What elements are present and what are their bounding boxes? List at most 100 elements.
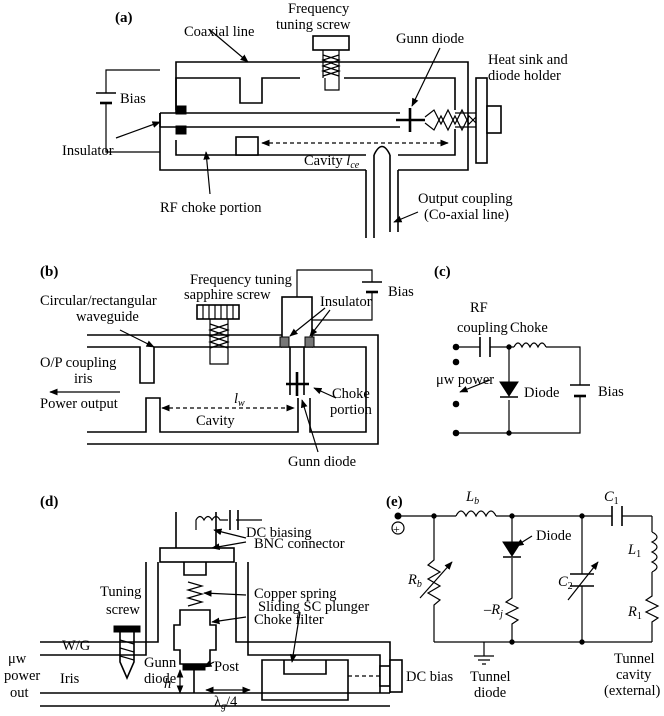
post-arrow: [203, 660, 215, 668]
panel-b: (b) Frequency tuning sap: [40, 264, 414, 470]
choke-filter-arrow: [211, 616, 247, 625]
diode-arrow-e: [515, 535, 533, 547]
tunnel-cavity-label-1: Tunnel: [614, 651, 655, 667]
r1-resistor: [644, 572, 660, 642]
dc-bias-label-d: DC bias: [406, 669, 453, 685]
heat-sink-label-1: Heat sink and: [488, 52, 568, 68]
copper-spring-label: Copper spring: [254, 586, 337, 602]
insulator-left: [279, 336, 290, 348]
gunn-diode-arrow-b: [301, 399, 319, 453]
holder-stem: [455, 112, 476, 128]
post-label: Post: [214, 659, 239, 675]
junction-e-3: [579, 513, 585, 519]
panel-a-tag: (a): [115, 10, 133, 26]
rb-resistor: [426, 516, 442, 642]
coupling-loop: [373, 145, 391, 156]
choke-filter-label: Choke filter: [254, 612, 324, 628]
output-coupling-label-2: (Co-axial line): [424, 207, 509, 223]
rf-choke-arrow: [203, 151, 211, 195]
panel-b-tag: (b): [40, 264, 58, 280]
gunn-diode-arrow: [411, 47, 441, 107]
cavity-label-b: Cavity: [196, 413, 235, 429]
post-shaft: [289, 347, 305, 395]
diode-label-c: Diode: [524, 385, 559, 401]
choke-arrow: [313, 387, 337, 399]
l1-label: L1: [627, 542, 641, 560]
iris-label: Iris: [60, 671, 80, 687]
lambda-label: λg/4: [214, 694, 238, 712]
tunnel-cavity-label-2: cavity: [616, 667, 652, 683]
sliding-plunger-label: Sliding SC plunger: [258, 599, 369, 615]
tuning-screw-threads: [119, 639, 135, 661]
rf-capacitor: [479, 337, 491, 357]
bias-label-c: Bias: [598, 384, 624, 400]
rf-label-1: RF: [470, 300, 488, 316]
port-dot-top-1: [452, 343, 460, 351]
sliding-plunger-arrow: [289, 611, 301, 663]
uw-label-1: μw: [8, 651, 27, 667]
freq-screw-label-1: Frequency: [288, 1, 350, 17]
diode-branch-e: [504, 516, 520, 642]
bnc-arrow: [211, 541, 247, 550]
copper-spring-arrow: [203, 590, 247, 597]
diode-holder: [486, 105, 502, 134]
choke-filter-body: [173, 609, 217, 665]
op-coupling-label-1: O/P coupling: [40, 355, 116, 371]
insulator-arrow-right: [309, 309, 331, 337]
waveguide-walls: [40, 562, 390, 707]
freq-tuning-label-2: sapphire screw: [184, 287, 271, 303]
lb-inductor: [455, 510, 497, 518]
waveguide-arrow: [119, 329, 155, 348]
source-plus: +: [393, 522, 400, 536]
waveguide-inner-left: [40, 562, 147, 656]
rj-label: –Rj: [483, 602, 503, 620]
uw-power-label: μw power: [436, 372, 494, 388]
c2-capacitor: [570, 573, 594, 587]
junction-e-4: [509, 639, 515, 645]
junction-e-1: [431, 513, 437, 519]
tuning-label-2: screw: [106, 602, 140, 618]
panel-c-tag: (c): [434, 264, 451, 280]
panel-a: (a): [62, 1, 568, 238]
dc-bias-lead: [195, 515, 262, 530]
coaxial-line-arrow: [209, 29, 249, 63]
insulator-arrow: [115, 121, 161, 139]
port-dot-bot-1: [452, 400, 460, 408]
lb-label: Lb: [465, 489, 479, 507]
rf-choke-block: [235, 136, 259, 156]
choke-inductor: [513, 342, 547, 349]
output-coax-outer: [365, 170, 399, 238]
coax-inner-wall-right-bottom: [398, 129, 456, 156]
dc-biasing-arrow: [213, 528, 247, 539]
op-coupling-label-2: iris: [74, 371, 93, 387]
waveguide-outer-right: [87, 334, 379, 445]
insulator-bottom: [175, 125, 187, 135]
heat-sink-label-2: diode holder: [488, 68, 561, 84]
uw-power-arrow: [459, 379, 491, 393]
ground-symbol: [474, 655, 494, 665]
sapphire-screw-knurl: [202, 305, 234, 319]
panel-d-tag: (d): [40, 494, 58, 510]
port-dot-bot-2: [452, 429, 460, 437]
panel-c: (c) RF coupling Choke μw power Diode Bia…: [434, 264, 624, 437]
insulator-top: [175, 105, 187, 115]
sapphire-thread-a: [208, 323, 230, 349]
waveguide-inner-bottom: [87, 346, 367, 433]
gunn-diode-block: [182, 663, 206, 671]
tuning-label-1: Tuning: [100, 584, 141, 600]
rf-label-2: coupling: [457, 320, 508, 336]
rb-label: Rb: [407, 572, 422, 590]
bottom-rail: [434, 641, 652, 656]
junction-e-2: [509, 513, 515, 519]
diode-spring-top: [424, 108, 477, 126]
c1-label: C1: [604, 489, 619, 507]
bnc-label: BNC connector: [254, 536, 345, 552]
bias-label-b: Bias: [388, 284, 414, 300]
port-dot-top-2: [452, 358, 460, 366]
source-symbol: [391, 521, 405, 535]
choke-label-2: portion: [330, 402, 373, 418]
gunn-label-2: diode: [144, 671, 176, 687]
c2-label: C2: [558, 574, 573, 592]
tuning-screw-tip: [324, 78, 340, 91]
